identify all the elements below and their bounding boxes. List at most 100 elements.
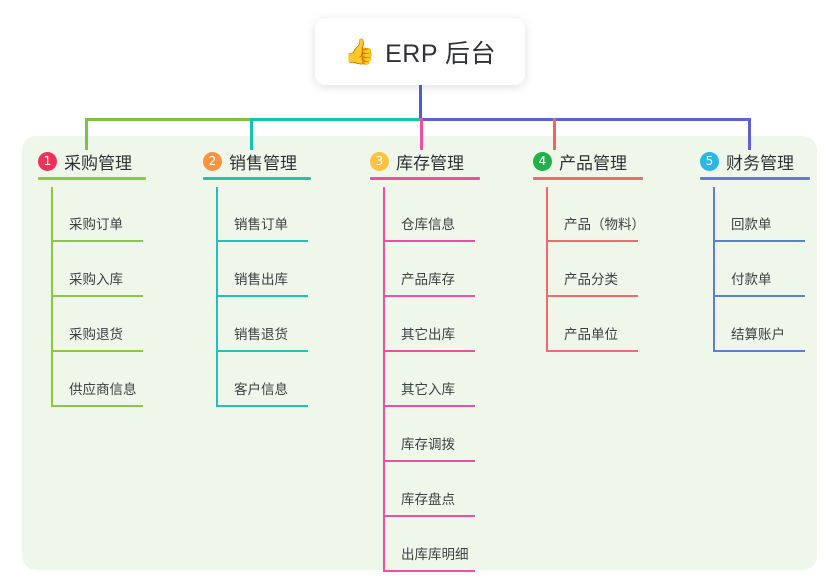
item-rule: [383, 240, 475, 242]
list-item[interactable]: 其它入库: [370, 352, 475, 407]
item-label-inventory-4: 库存调拨: [401, 437, 455, 452]
item-rule: [546, 350, 638, 352]
badge-product: 4: [533, 151, 552, 171]
list-item[interactable]: 库存盘点: [370, 462, 475, 517]
item-rule: [216, 405, 308, 407]
branch-column-product: 4 产品管理 产品（物料） 产品分类 产品单位: [533, 144, 645, 352]
list-item[interactable]: 出库库明细: [370, 517, 475, 572]
item-rule: [51, 240, 143, 242]
item-label-sales-2: 销售退货: [234, 327, 288, 342]
list-item[interactable]: 库存调拨: [370, 407, 475, 462]
branch-header-sales[interactable]: 2 销售管理: [203, 144, 311, 180]
item-label-purchase-0: 采购订单: [69, 217, 123, 232]
drop-finance: [748, 118, 751, 150]
drop-sales: [250, 118, 253, 150]
item-rule: [383, 350, 475, 352]
item-label-purchase-3: 供应商信息: [69, 382, 137, 397]
item-label-finance-1: 付款单: [731, 272, 772, 287]
item-label-inventory-0: 仓库信息: [401, 217, 455, 232]
branch-items-purchase: 采购订单 采购入库 采购退货 供应商信息: [38, 187, 143, 407]
item-label-finance-2: 结算账户: [731, 327, 785, 342]
branch-title-product: 产品管理: [559, 153, 627, 173]
root-title: ERP 后台: [385, 39, 497, 68]
item-label-finance-0: 回款单: [731, 217, 772, 232]
branch-spine: [546, 187, 548, 352]
branch-spine: [216, 187, 218, 407]
branch-header-rule: [700, 177, 810, 180]
drop-product: [553, 118, 556, 150]
item-rule: [383, 570, 475, 572]
badge-finance: 5: [700, 151, 719, 171]
item-label-inventory-6: 出库库明细: [401, 547, 469, 562]
list-item[interactable]: 销售订单: [203, 187, 308, 242]
branch-header-inventory[interactable]: 3 库存管理: [370, 144, 480, 180]
item-rule: [383, 460, 475, 462]
list-item[interactable]: 付款单: [700, 242, 805, 297]
list-item[interactable]: 供应商信息: [38, 352, 143, 407]
item-rule: [216, 295, 308, 297]
item-label-sales-1: 销售出库: [234, 272, 288, 287]
branch-title-sales: 销售管理: [229, 153, 297, 173]
item-rule: [383, 515, 475, 517]
list-item[interactable]: 回款单: [700, 187, 805, 242]
list-item[interactable]: 结算账户: [700, 297, 805, 352]
branch-header-purchase[interactable]: 1 采购管理: [38, 144, 146, 180]
item-label-inventory-1: 产品库存: [401, 272, 455, 287]
bar-green: [85, 118, 252, 121]
badge-purchase: 1: [38, 151, 57, 171]
branch-header-product[interactable]: 4 产品管理: [533, 144, 643, 180]
root-stem: [419, 85, 422, 121]
item-label-inventory-3: 其它入库: [401, 382, 455, 397]
badge-sales: 2: [203, 151, 222, 171]
item-label-inventory-2: 其它出库: [401, 327, 455, 342]
list-item[interactable]: 采购订单: [38, 187, 143, 242]
list-item[interactable]: 产品库存: [370, 242, 475, 297]
branch-column-inventory: 3 库存管理 仓库信息 产品库存 其它出库 其它入库 库存调拨 库存盘点 出库库…: [370, 144, 480, 572]
list-item[interactable]: 产品（物料）: [533, 187, 645, 242]
branch-items-product: 产品（物料） 产品分类 产品单位: [533, 187, 645, 352]
item-rule: [216, 350, 308, 352]
branch-column-purchase: 1 采购管理 采购订单 采购入库 采购退货 供应商信息: [38, 144, 146, 407]
item-rule: [51, 405, 143, 407]
item-rule: [713, 295, 805, 297]
bar-teal: [250, 118, 422, 121]
branch-header-finance[interactable]: 5 财务管理: [700, 144, 810, 180]
content-panel: [22, 136, 817, 570]
item-label-sales-0: 销售订单: [234, 217, 288, 232]
drop-inventory: [420, 118, 423, 150]
root-node[interactable]: 👍 ERP 后台: [315, 18, 525, 85]
list-item[interactable]: 采购退货: [38, 297, 143, 352]
item-rule: [216, 240, 308, 242]
list-item[interactable]: 客户信息: [203, 352, 308, 407]
branch-items-sales: 销售订单 销售出库 销售退货 客户信息: [203, 187, 308, 407]
badge-inventory: 3: [370, 151, 389, 171]
branch-header-rule: [38, 177, 146, 180]
item-rule: [546, 295, 638, 297]
drop-purchase: [85, 118, 88, 150]
list-item[interactable]: 仓库信息: [370, 187, 475, 242]
item-label-purchase-1: 采购入库: [69, 272, 123, 287]
list-item[interactable]: 产品分类: [533, 242, 638, 297]
branch-header-rule: [370, 177, 480, 180]
item-rule: [383, 405, 475, 407]
list-item[interactable]: 其它出库: [370, 297, 475, 352]
branch-items-inventory: 仓库信息 产品库存 其它出库 其它入库 库存调拨 库存盘点 出库库明细: [370, 187, 475, 572]
branch-header-rule: [203, 177, 311, 180]
branch-spine: [383, 187, 385, 572]
item-rule: [51, 350, 143, 352]
item-rule: [51, 295, 143, 297]
thumbs-up-icon: 👍: [343, 37, 376, 66]
list-item[interactable]: 采购入库: [38, 242, 143, 297]
list-item[interactable]: 销售出库: [203, 242, 308, 297]
branch-column-finance: 5 财务管理 回款单 付款单 结算账户: [700, 144, 810, 352]
branch-column-sales: 2 销售管理 销售订单 销售出库 销售退货 客户信息: [203, 144, 311, 407]
list-item[interactable]: 产品单位: [533, 297, 638, 352]
item-rule: [713, 240, 805, 242]
item-rule: [546, 240, 638, 242]
list-item[interactable]: 销售退货: [203, 297, 308, 352]
item-label-product-0: 产品（物料）: [564, 217, 645, 232]
branch-title-purchase: 采购管理: [64, 153, 132, 173]
branch-title-inventory: 库存管理: [396, 153, 464, 173]
branch-spine: [51, 187, 53, 407]
